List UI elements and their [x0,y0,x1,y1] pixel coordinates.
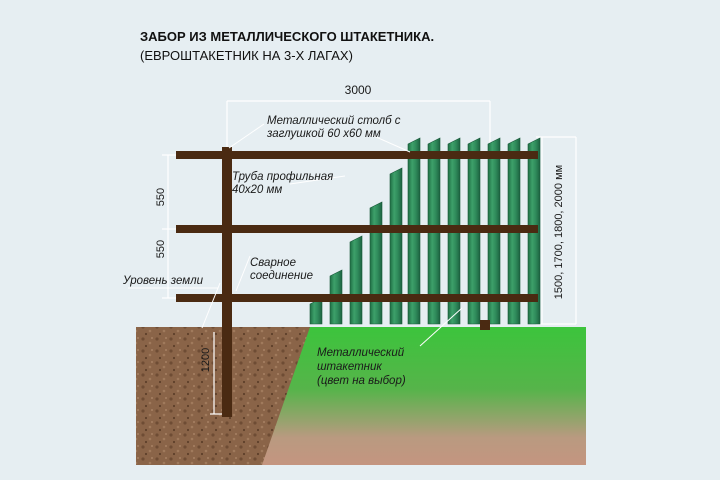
diagram-title: ЗАБОР ИЗ МЕТАЛЛИЧЕСКОГО ШТАКЕТНИКА. [140,29,435,44]
post-label-line2: заглушкой 60 х60 мм [266,128,381,140]
span-dimension-label: 3000 [345,83,372,97]
leader-lines [128,123,463,347]
pipe-label-line1: Труба профильная [232,171,333,183]
ground-level-label: Уровень земли [122,275,204,287]
rails-group [176,151,538,302]
middle-rail [176,225,538,233]
depth-label: 1200 [200,348,212,372]
weld-label-line1: Сварное [250,257,296,269]
weld-label-line2: соединение [250,270,313,282]
pipe-label-line2: 40х20 мм [232,184,282,196]
picket-label-line2: штакетник [317,361,382,373]
diagram-subtitle: (ЕВРОШТАКЕТНИК НА 3-Х ЛАГАХ) [140,48,353,63]
height-options-label: 1500, 1700, 1800, 2000 мм [553,165,565,299]
lower-gap-label: 550 [155,240,167,258]
callout-labels: Металлический столб с заглушкой 60 х60 м… [122,115,406,387]
picket-3 [349,235,363,325]
top-rail [176,151,538,159]
picket-5 [389,167,403,325]
picket-4 [369,201,383,325]
bottom-rail [176,294,538,302]
span-dimension: 3000 [226,83,491,150]
height-dimension: 1500, 1700, 1800, 2000 мм [536,136,577,325]
metal-post [222,147,232,417]
picket-label-line1: Металлический [317,347,405,359]
second-post-stub [480,320,490,330]
left-gap-dimension: 550 550 [155,154,176,299]
post-label-line1: Металлический столб с [267,115,401,127]
picket-label-line3: (цвет на выбор) [317,375,406,387]
upper-gap-label: 550 [155,188,167,206]
